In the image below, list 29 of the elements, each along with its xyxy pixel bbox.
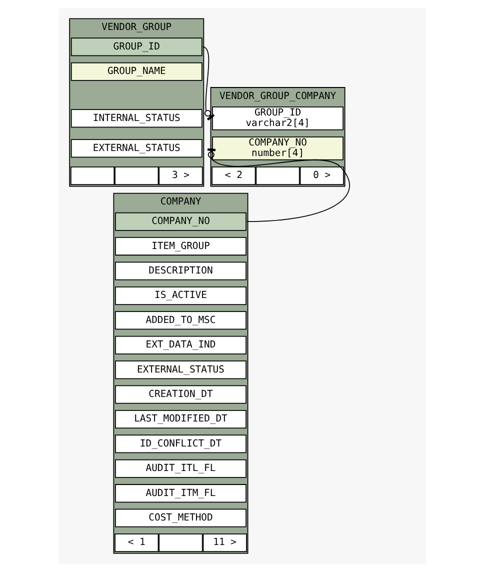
node-box: EXT_DATA_IND xyxy=(114,336,246,354)
node-box: < 2 xyxy=(211,166,256,185)
node-box: IS_ACTIVE xyxy=(114,286,246,305)
node-box: EXTERNAL_STATUS xyxy=(70,139,202,158)
node-box xyxy=(158,533,202,552)
node-box: COMPANY_NO xyxy=(114,212,246,231)
node-box: AUDIT_ITM_FL xyxy=(114,484,246,503)
node-box: ID_CONFLICT_DT xyxy=(114,434,246,454)
node-box: DESCRIPTION xyxy=(114,262,246,280)
node-box: COMPANY_NO number[4] xyxy=(212,136,343,160)
node-box: LAST_MODIFIED_DT xyxy=(114,410,246,428)
node-box: EXTERNAL_STATUS xyxy=(114,360,246,380)
connector xyxy=(202,46,214,121)
node-box: AUDIT_ITL_FL xyxy=(114,459,246,478)
node-box: INTERNAL_STATUS xyxy=(70,109,202,128)
node-box: COST_METHOD xyxy=(114,508,246,528)
node-box: < 1 xyxy=(114,533,158,552)
node-box xyxy=(70,166,114,185)
node-box xyxy=(255,166,300,185)
node-box: 11 > xyxy=(202,533,246,552)
node-box xyxy=(114,166,158,185)
node-box: 3 > xyxy=(158,166,202,185)
node-box: CREATION_DT xyxy=(114,385,246,404)
node-box: 0 > xyxy=(299,166,344,185)
node-box: ADDED_TO_MSC xyxy=(114,311,246,330)
node-box: GROUP_NAME xyxy=(70,62,202,81)
node-box: ITEM_GROUP xyxy=(114,237,246,256)
node-box: GROUP_ID varchar2[4] xyxy=(212,106,343,130)
node-box: GROUP_ID xyxy=(70,38,202,56)
